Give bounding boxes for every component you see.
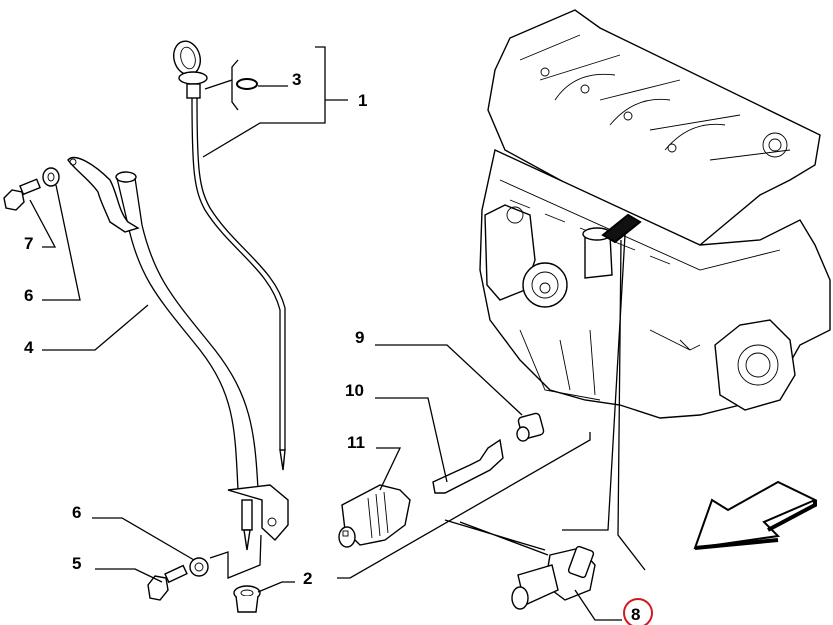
callout-4[interactable]: 4 [24, 338, 34, 357]
washer-6-upper[interactable] [42, 167, 60, 187]
terminal-10[interactable] [432, 438, 504, 494]
dipstick-tube[interactable] [67, 156, 289, 551]
oil-pressure-sensor-8[interactable] [511, 545, 596, 610]
callout-10[interactable]: 10 [345, 381, 364, 400]
engine-block [479, 9, 831, 419]
seal-9[interactable] [516, 412, 545, 442]
callout-5[interactable]: 5 [72, 554, 81, 573]
front-direction-arrow [693, 480, 818, 550]
callout-6-upper[interactable]: 6 [24, 286, 33, 305]
callout-9[interactable]: 9 [355, 328, 364, 347]
callout-6-lower[interactable]: 6 [72, 503, 81, 522]
callout-3[interactable]: 3 [292, 70, 301, 89]
callout-2[interactable]: 2 [303, 569, 312, 588]
bolt-5[interactable] [147, 564, 188, 601]
leader-lines [29, 46, 646, 621]
highlight-circle-8 [623, 598, 653, 625]
bolt-7[interactable] [3, 178, 41, 211]
callout-11[interactable]: 11 [347, 433, 365, 452]
dipstick[interactable] [170, 38, 286, 471]
callout-8[interactable]: 8 [631, 605, 640, 624]
callout-7[interactable]: 7 [24, 234, 33, 253]
connector-11[interactable] [338, 484, 411, 548]
callout-1[interactable]: 1 [358, 91, 367, 110]
plug-2[interactable] [233, 585, 261, 613]
washer-6-lower[interactable] [189, 557, 209, 577]
o-ring[interactable] [236, 78, 258, 90]
